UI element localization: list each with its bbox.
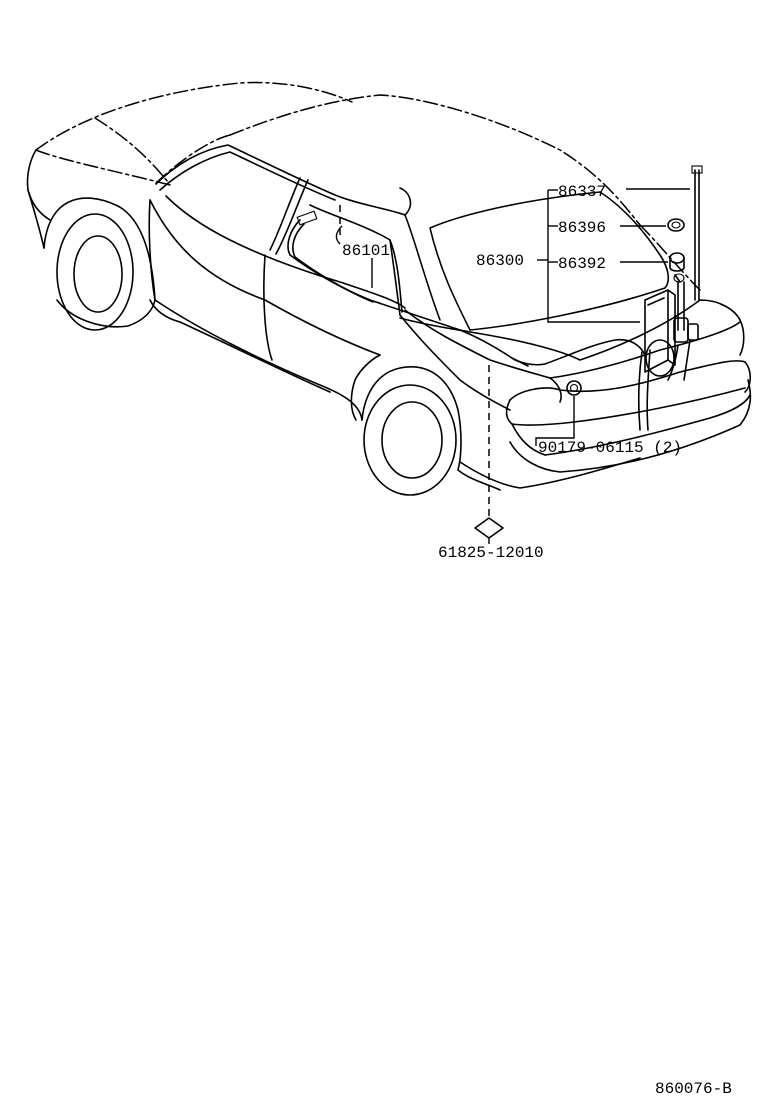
antenna-nut: [667, 218, 685, 232]
part-label-86396: 86396: [558, 219, 606, 237]
label-plate: [474, 517, 504, 539]
clip-90179: [566, 380, 582, 396]
front-wheel: [56, 213, 134, 331]
rear-window: [429, 191, 670, 331]
antenna-tip: [691, 165, 703, 174]
part-label-86300: 86300: [476, 252, 524, 270]
part-label-86392: 86392: [558, 255, 606, 273]
leader-lines: [335, 188, 690, 544]
part-label-61825: 61825-12010: [438, 544, 544, 562]
part-label-86337: 86337: [558, 183, 606, 201]
part-label-90179: 90179-06115 (2): [538, 439, 682, 457]
antenna-cable: [287, 210, 651, 431]
car-body: [26, 81, 752, 496]
cable-connector: [296, 210, 318, 226]
part-label-86101: 86101: [342, 242, 390, 260]
figure-code: 860076-B: [655, 1080, 732, 1098]
part-labels: 86337 86396 86300 86392 86101 90179-0611…: [342, 183, 682, 562]
rear-wheel: [363, 384, 457, 496]
power-antenna-assembly: [644, 165, 703, 381]
antenna-bezel: [669, 252, 685, 264]
